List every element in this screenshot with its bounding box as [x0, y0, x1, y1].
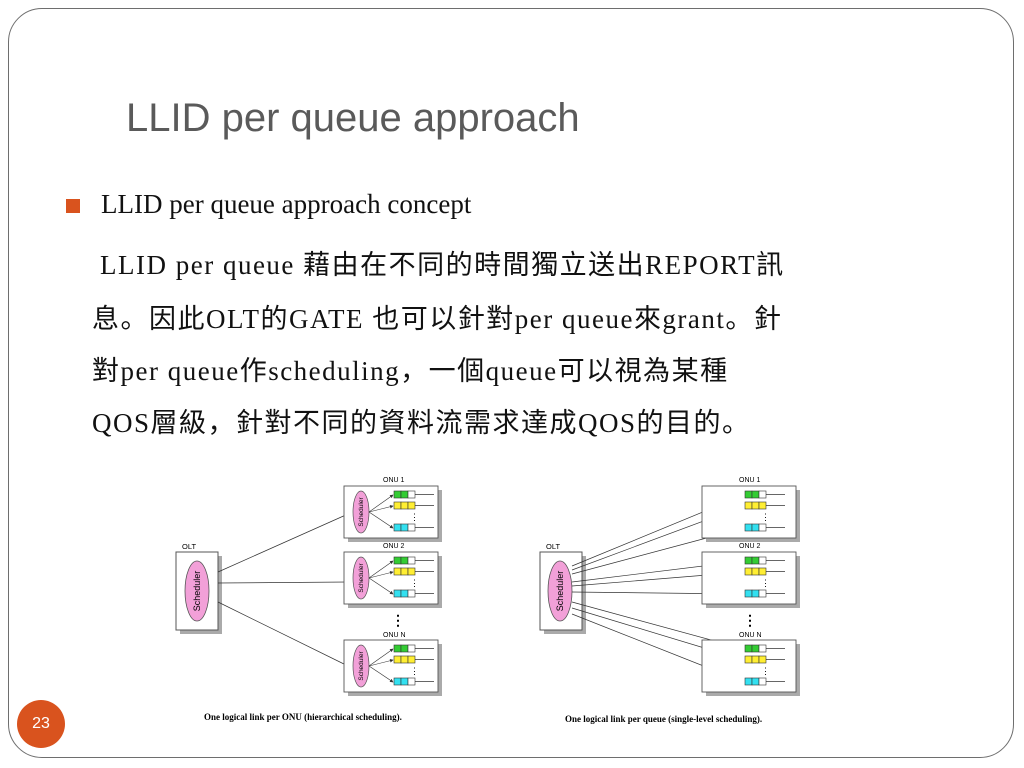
right-onu1-label: ONU 1	[739, 477, 761, 484]
left-onun-scheduler-label: Scheduler	[358, 651, 365, 681]
comparison-diagram: OLT Scheduler ONU 1 Scheduler ⋮ ONU 2 Sc…	[175, 477, 800, 724]
right-caption: One logical link per queue (single-level…	[565, 714, 762, 724]
left-onun-label: ONU N	[383, 632, 406, 639]
page-number-badge: 23	[17, 700, 65, 748]
left-olt-label: OLT	[182, 542, 196, 551]
left-caption: One logical link per ONU (hierarchical s…	[204, 712, 402, 722]
paragraph-line-4: QOS層級，針對不同的資料流需求達成QOS的目的。	[92, 408, 751, 438]
left-onu2-label: ONU 2	[383, 543, 405, 550]
right-onun-label: ONU N	[739, 632, 762, 639]
left-onu-gap-ellipsis: ⋮	[391, 612, 405, 628]
paragraph-line-1: LLID per queue 藉由在不同的時間獨立送出REPORT訊	[100, 250, 785, 280]
right-onu2-ellipsis: ⋮	[761, 578, 770, 588]
left-onu1-label: ONU 1	[383, 477, 405, 484]
bullet-text: LLID per queue approach concept	[101, 189, 472, 219]
left-diagram: OLT Scheduler ONU 1 Scheduler ⋮ ONU 2 Sc…	[175, 477, 442, 722]
right-onu1-ellipsis: ⋮	[761, 512, 770, 522]
right-diagram: OLT Scheduler ONU 1 ⋮ ONU 2 ⋮ ⋮	[539, 477, 800, 724]
right-onu2-label: ONU 2	[739, 543, 761, 550]
right-olt-label: OLT	[546, 542, 560, 551]
left-olt-scheduler-label: Scheduler	[192, 571, 202, 612]
paragraph-line-2: 息。因此OLT的GATE 也可以針對per queue來grant。針	[92, 304, 783, 334]
paragraph-line-3: 對per queue作scheduling，一個queue可以視為某種	[92, 356, 729, 386]
left-onu1-ellipsis: ⋮	[410, 512, 419, 522]
right-onu-gap-ellipsis: ⋮	[743, 612, 757, 628]
left-onu1-scheduler-label: Scheduler	[358, 497, 365, 527]
left-onu2-scheduler-label: Scheduler	[358, 563, 365, 593]
left-onun-ellipsis: ⋮	[410, 666, 419, 676]
left-onu2-ellipsis: ⋮	[410, 578, 419, 588]
right-onun-ellipsis: ⋮	[761, 666, 770, 676]
slide-title: LLID per queue approach	[126, 96, 580, 140]
slide-frame	[8, 8, 1014, 758]
bullet-square-icon	[66, 199, 80, 213]
right-olt-scheduler-label: Scheduler	[555, 571, 565, 612]
